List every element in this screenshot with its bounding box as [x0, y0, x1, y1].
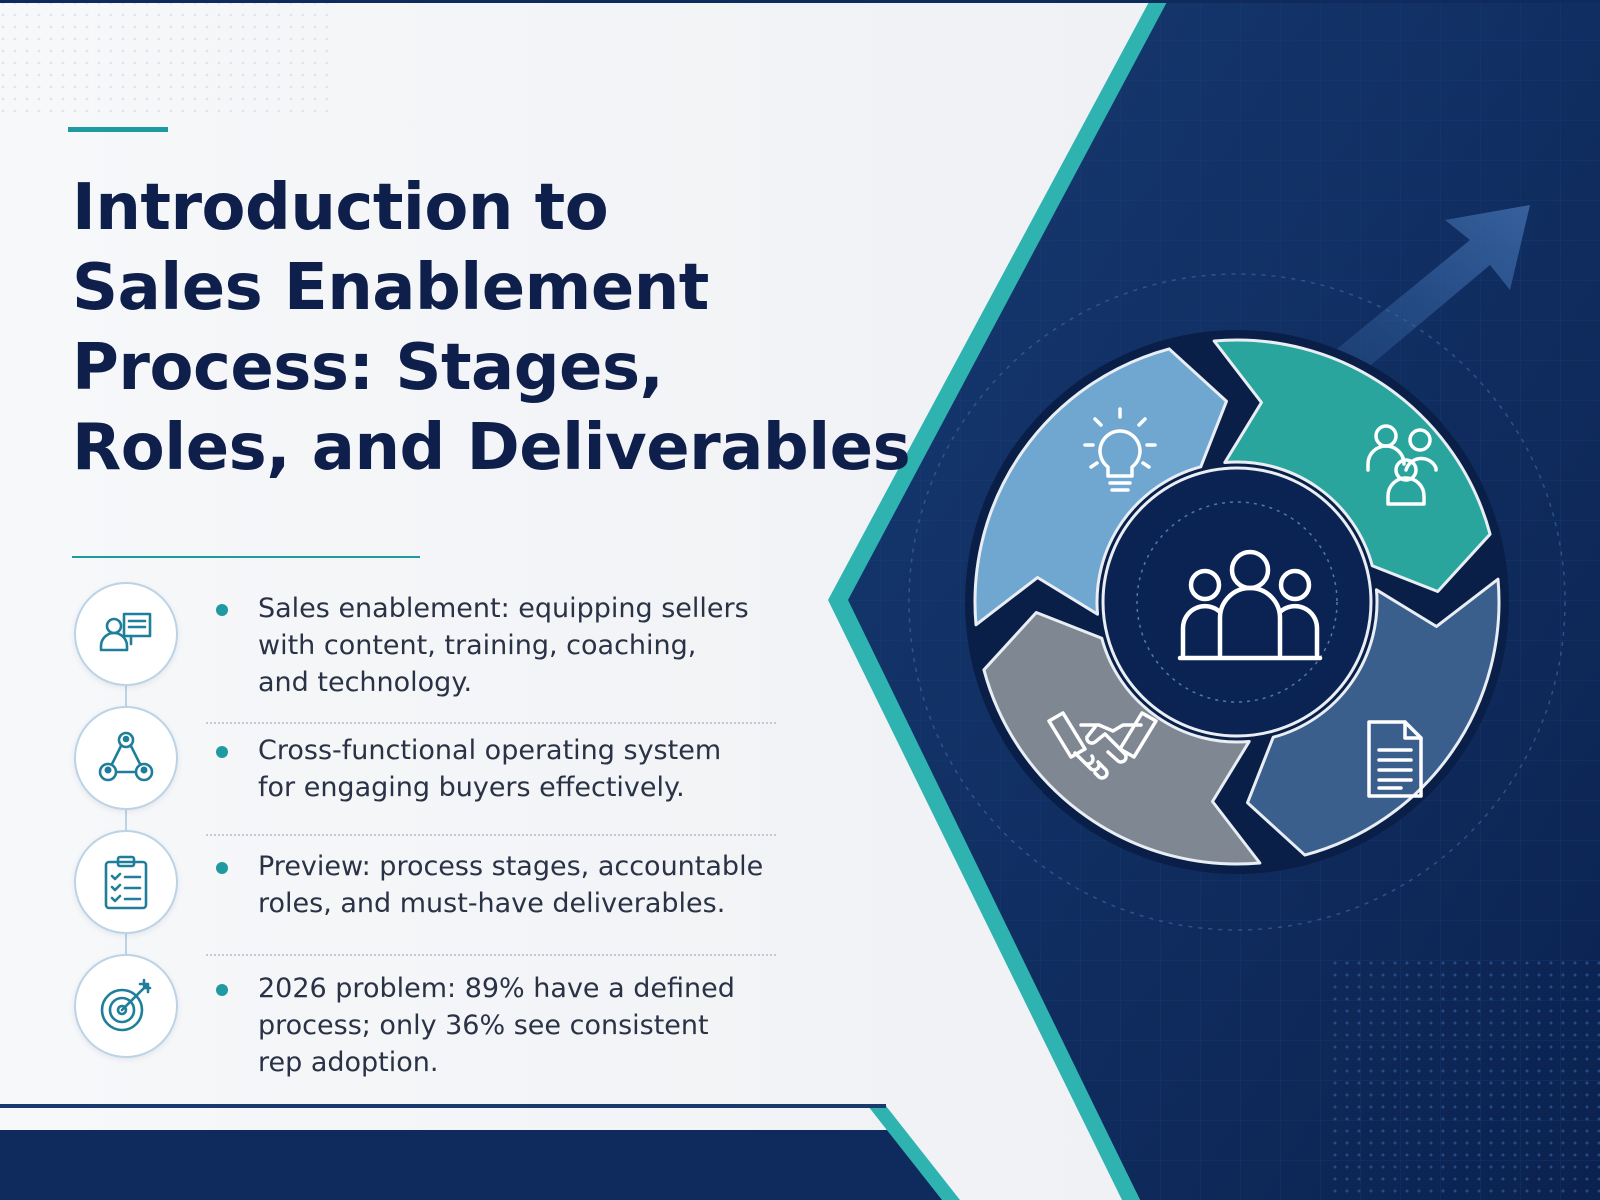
divider — [206, 722, 776, 724]
bullet-dot — [216, 984, 228, 996]
lightbulb-icon — [1083, 407, 1157, 492]
cycle-segment — [982, 611, 1262, 866]
bullet-text: Cross-functional operating system for en… — [258, 735, 722, 803]
icon-connector — [125, 810, 127, 832]
title-underline — [72, 556, 420, 558]
bullet-dot — [216, 862, 228, 874]
handshake-icon — [1047, 711, 1158, 780]
bullet-text: 2026 problem: 89% have a defined process… — [258, 973, 735, 1078]
bullet-text: Sales enablement: equipping sellers with… — [258, 593, 749, 698]
bullet-dot — [216, 746, 228, 758]
process-cycle — [965, 330, 1509, 874]
cycle-segment — [1212, 338, 1492, 593]
people-icon — [1366, 424, 1438, 506]
title-line: Sales Enablement — [72, 251, 709, 325]
icon-connector — [125, 934, 127, 956]
title-line: Roles, and Deliverables — [72, 411, 911, 485]
title-line: Process: Stages, — [72, 331, 664, 405]
clipboard-checklist-icon — [74, 830, 178, 934]
bullet-text: Preview: process stages, accountable rol… — [258, 851, 764, 919]
bullet-dot — [216, 604, 228, 616]
divider — [206, 834, 776, 836]
accent-bar — [68, 127, 168, 132]
cycle-segment — [973, 347, 1228, 627]
presenter-board-icon — [74, 582, 178, 686]
cycle-segment — [1246, 577, 1501, 857]
title-line: Introduction to — [72, 171, 609, 245]
page-title: Introduction to Sales Enablement Process… — [72, 168, 911, 488]
document-icon — [1367, 720, 1423, 798]
target-arrow-icon — [74, 954, 178, 1058]
divider — [206, 954, 776, 956]
icon-connector — [125, 686, 127, 706]
network-people-icon — [74, 706, 178, 810]
team-group-icon — [1177, 549, 1323, 661]
